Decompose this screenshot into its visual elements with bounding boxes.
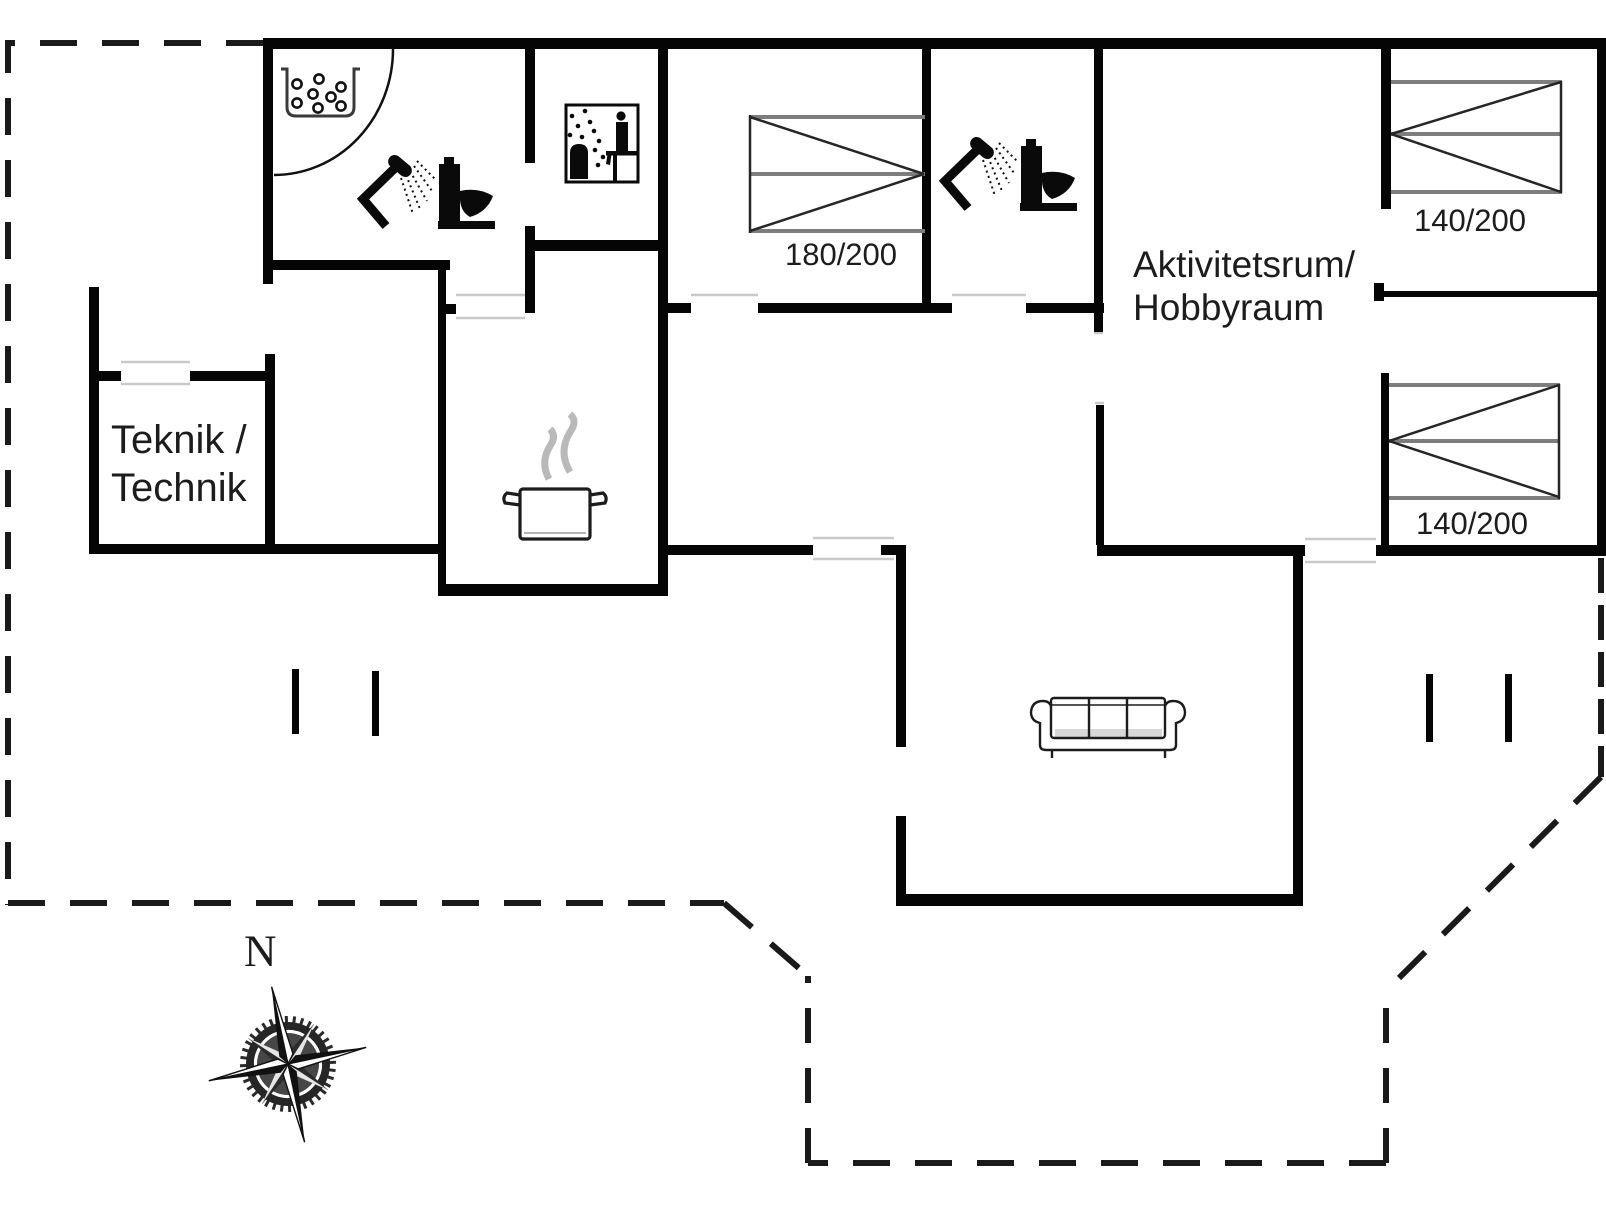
svg-text:N: N bbox=[244, 926, 277, 976]
svg-text:Aktivitetsrum/: Aktivitetsrum/ bbox=[1133, 244, 1356, 285]
svg-text:Hobbyraum: Hobbyraum bbox=[1133, 287, 1324, 328]
svg-text:140/200: 140/200 bbox=[1414, 203, 1526, 238]
svg-text:180/200: 180/200 bbox=[785, 237, 897, 272]
svg-text:Teknik /: Teknik / bbox=[111, 418, 247, 462]
svg-text:140/200: 140/200 bbox=[1416, 506, 1528, 541]
svg-text:Technik: Technik bbox=[111, 466, 248, 510]
